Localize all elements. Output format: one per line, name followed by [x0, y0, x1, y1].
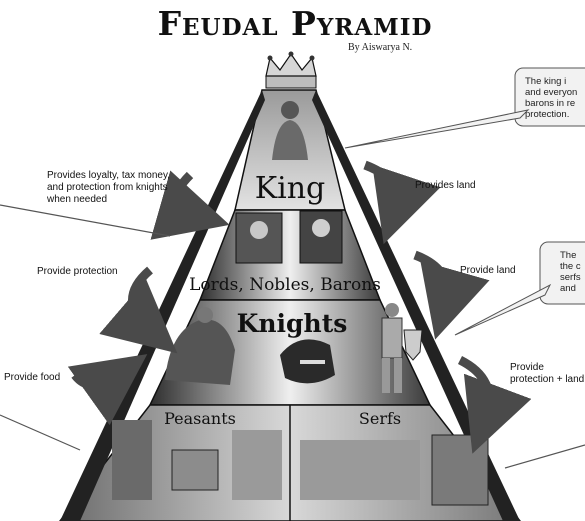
tier-label-king: King — [255, 171, 326, 206]
tier-label-peasants: Peasants — [164, 409, 236, 428]
tier-label-knights: Knights — [237, 309, 348, 338]
tier-label-serfs: Serfs — [359, 409, 401, 428]
note-provide-land: Provide land — [460, 265, 516, 276]
curved-arrow-icon — [457, 355, 532, 454]
right-pointer-line — [504, 444, 585, 469]
curved-arrow-icon — [363, 160, 441, 245]
note-provide-food: Provide food — [4, 372, 61, 383]
speech-bubble-icon — [344, 67, 585, 149]
byline: By Aiswarya N. — [348, 42, 413, 53]
callout-serfs: The the c serfs and — [560, 250, 581, 294]
left-pointer-line — [0, 204, 171, 237]
note-provide-protection-land: Provide protection + land — [510, 362, 585, 385]
lords-portraits — [235, 210, 343, 264]
note-loyalty: Provides loyalty, tax money, and protect… — [47, 170, 171, 205]
king-figure — [272, 101, 308, 160]
tier-label-lords: Lords, Nobles, Barons — [189, 275, 381, 295]
note-provides-land: Provides land — [415, 180, 476, 191]
curved-arrow-icon — [67, 354, 148, 426]
curved-arrow-icon — [413, 250, 490, 340]
serfs-scene — [300, 434, 489, 506]
speech-bubble-icon — [454, 241, 585, 336]
page-title: Feudal Pyramid — [157, 4, 433, 43]
crown-icon — [265, 51, 317, 89]
helmet-icon — [280, 339, 335, 384]
armored-knight-figure — [381, 303, 423, 393]
curved-arrow-icon — [99, 266, 178, 354]
left-pointer-line — [0, 414, 81, 451]
curved-arrow-icon — [150, 170, 230, 240]
knight-on-horse-figure — [165, 307, 235, 385]
peasants-scene — [112, 420, 282, 500]
note-provide-protection: Provide protection — [37, 266, 118, 277]
callout-king: The king i and everyon barons in re prot… — [525, 76, 578, 120]
